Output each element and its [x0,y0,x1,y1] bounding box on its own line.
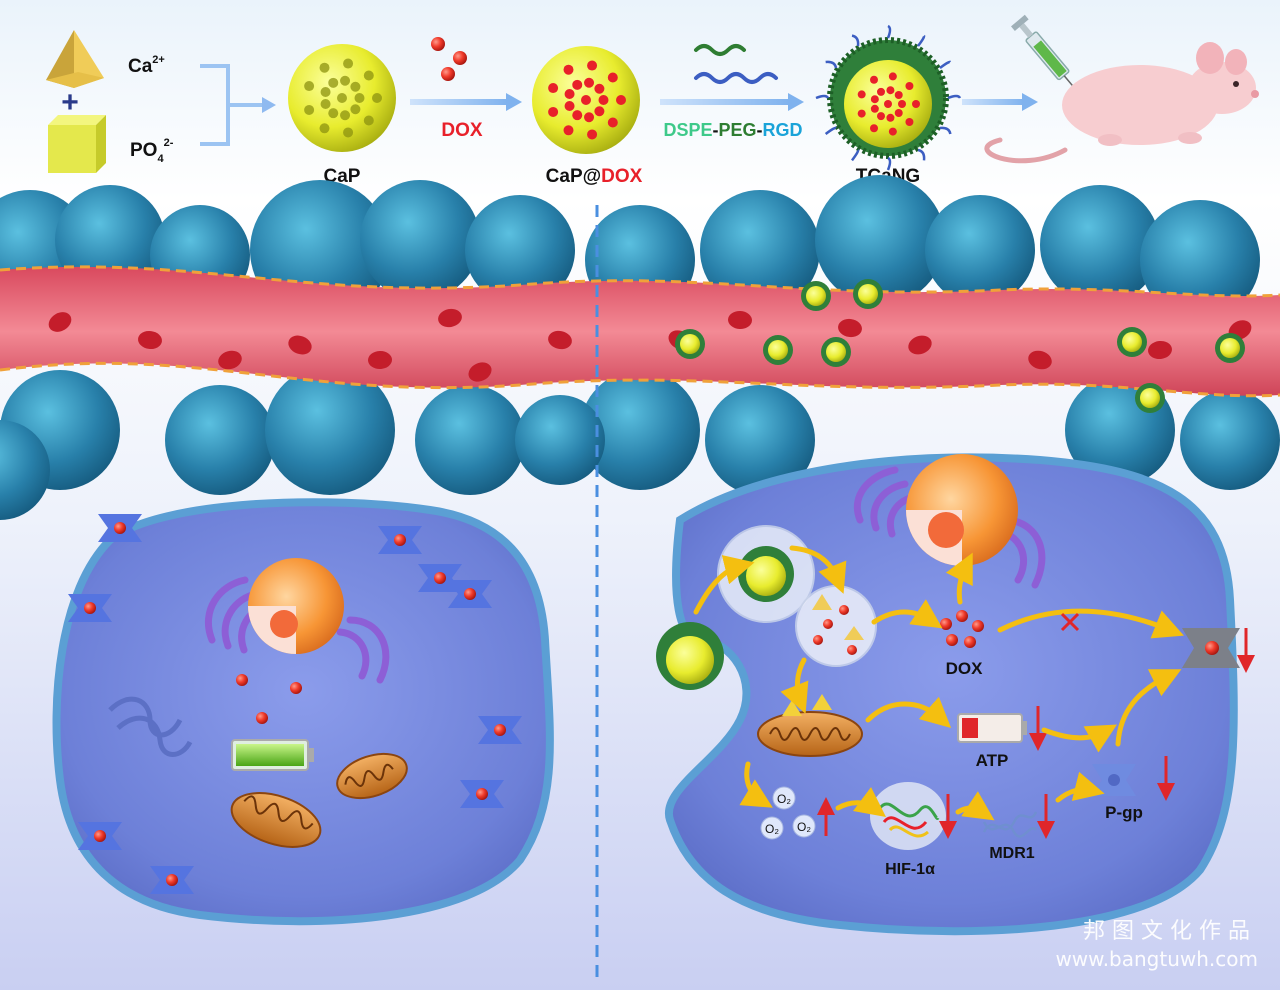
efflux-pump [448,580,492,608]
pathway-arrows [693,545,1184,821]
tcang-nanoparticle [815,24,962,171]
efflux-pump [418,564,462,592]
efflux-pump [78,822,122,850]
calcium-ion-label: Ca2+ [128,54,165,77]
calcium-pyramid-icon [46,30,104,88]
inactive-pgp-membrane [1182,628,1240,668]
hif-label: HIF-1α [885,861,935,878]
endoplasmic-reticulum [108,696,193,757]
synthesis-row: + Ca2+ PO42- CaP DOX [46,14,1259,187]
injection-arrow [962,93,1038,111]
o2-label: O₂ [777,792,791,806]
o2-label: O₂ [797,820,811,834]
low-battery-icon [957,713,1027,743]
phosphate-cube-icon [48,115,106,173]
cap-dox-label: CaP@DOX [546,166,643,187]
plus-sign: + [61,86,79,119]
nucleus [906,454,1018,566]
blood-vessel [0,265,1280,398]
mouse-icon [984,42,1259,164]
cap-nanoparticle [288,44,396,152]
watermark: 邦 图 文 化 作 品 www.bangtuwh.com [1055,919,1258,971]
efflux-pump [478,716,522,744]
mdr1-label: MDR1 [989,845,1034,862]
efflux-pump [378,526,422,554]
blocked-efflux-mark [1060,612,1080,632]
left-tumor-cell [52,498,554,926]
released-dox [940,610,984,648]
hif-protein [870,782,946,850]
dna-helix [982,811,1038,838]
pgp-label: P-gp [1105,803,1143,822]
tumor-tissue [0,175,1280,520]
coating-arrow [660,93,804,111]
efflux-pump [68,594,112,622]
efflux-pump [98,514,142,542]
lysosome-release [795,585,877,667]
full-battery-icon [231,739,314,771]
dox-loading-arrow [410,93,522,111]
efflux-pump [460,780,504,808]
dspe-peg-rgd-polymers [694,44,778,84]
nucleus [248,558,344,654]
dox-label: DOX [946,659,984,678]
dox-step-label: DOX [441,120,483,141]
phosphate-ion-label: PO42- [130,137,174,165]
efflux-pump [150,866,194,894]
combine-bracket-arrow [200,64,276,146]
watermark-url: www.bangtuwh.com [1055,947,1258,971]
cap-dox-nanoparticle [532,46,640,154]
dox-molecules [431,37,467,81]
tcang-entering-cell [656,622,724,690]
golgi-organelle [204,576,390,684]
ligand-label: DSPE-PEG-RGD [663,120,802,140]
atp-label: ATP [976,751,1009,770]
right-tumor-cell: DOX ATP O₂ O₂ O₂ [656,453,1255,936]
circulating-tcang [675,279,1245,413]
mitochondrion [336,752,408,800]
endosome [717,525,815,623]
watermark-cn: 邦 图 文 化 作 品 [1083,919,1250,944]
syringe-icon [1011,14,1083,98]
mitochondrion [230,792,322,848]
o2-label: O₂ [765,822,779,836]
oxygen-bubbles: O₂ O₂ O₂ [760,786,816,840]
